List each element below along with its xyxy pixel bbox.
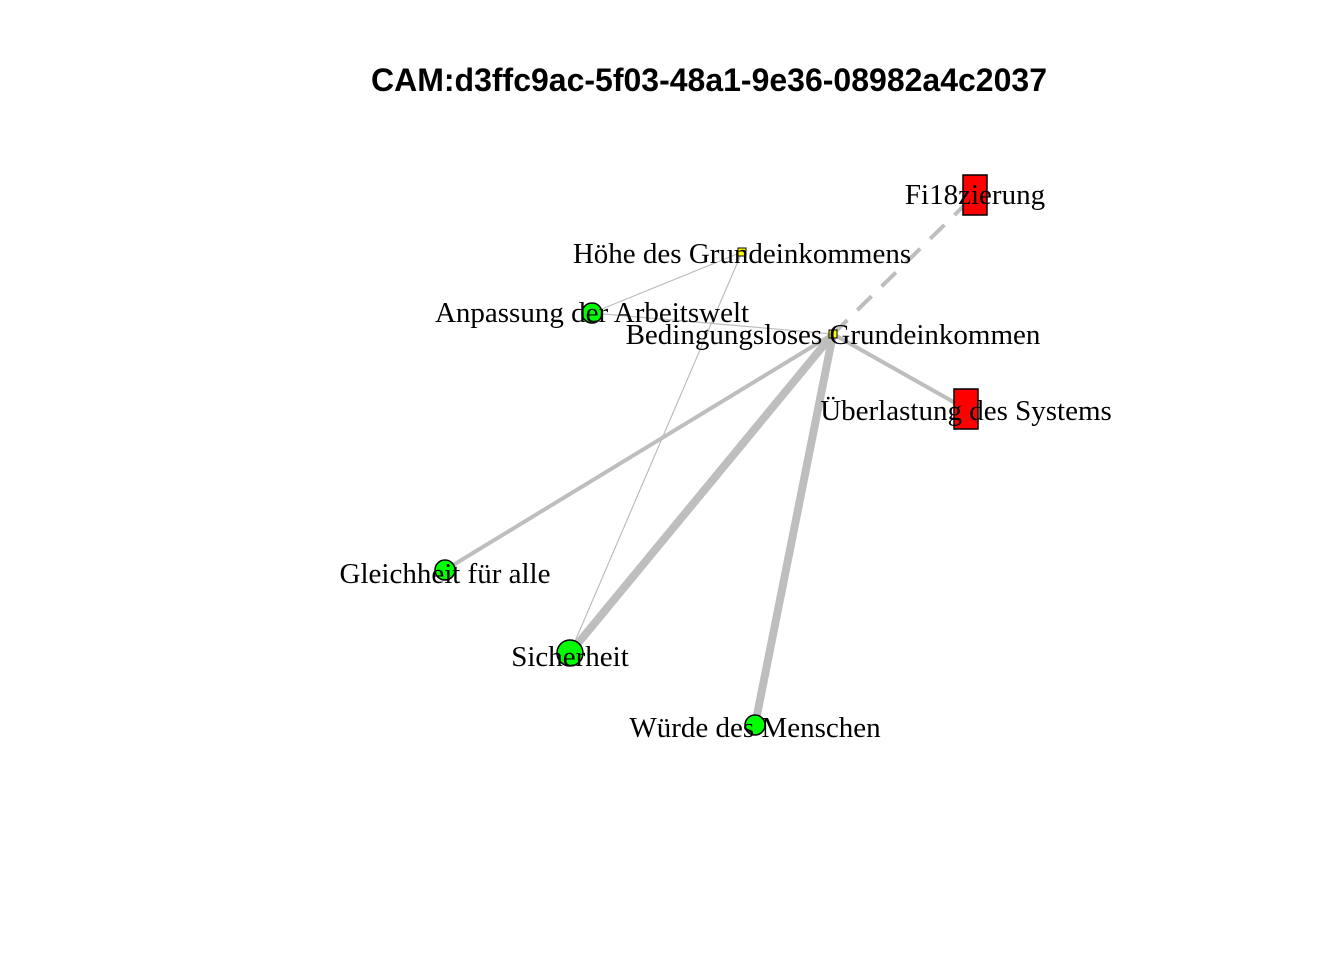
node-sicherheit <box>556 639 584 667</box>
node-label-fixierung: Fi18zierung <box>905 179 1045 211</box>
node-label-anpassung: Anpassung der Arbeitswelt <box>435 297 749 329</box>
node-fixierung <box>962 174 988 216</box>
edge-bge-anpassung <box>591 312 834 335</box>
node-label-bge: Bedingungsloses Grundeinkommen <box>626 319 1041 351</box>
edge-bge-gleichheit <box>443 332 835 572</box>
node-wuerde <box>744 714 766 736</box>
node-bge <box>828 329 838 339</box>
edge-bge-wuerde <box>751 333 837 726</box>
node-ueberlastung <box>953 388 979 430</box>
node-label-ueberlastung: Überlastung des Systems <box>820 395 1112 427</box>
node-label-gleichheit: Gleichheit für alle <box>340 558 551 590</box>
edge-bge-sicherheit <box>566 331 837 656</box>
node-label-sicherheit: Sicherheit <box>511 641 629 673</box>
edges-layer <box>443 193 977 726</box>
node-hoehe <box>737 247 747 257</box>
node-gleichheit <box>434 559 456 581</box>
edge-bge-ueberlastung <box>832 332 967 411</box>
diagram-title: CAM:d3ffc9ac-5f03-48a1-9e36-08982a4c2037 <box>371 62 1047 98</box>
nodes-layer <box>434 174 988 736</box>
node-label-hoehe: Höhe des Grundeinkommens <box>573 238 911 270</box>
edge-hoehe-sicherheit <box>569 251 743 654</box>
node-anpassung <box>581 302 603 324</box>
edge-hoehe-anpassung <box>591 251 743 314</box>
node-label-wuerde: Würde des Menschen <box>629 712 881 744</box>
